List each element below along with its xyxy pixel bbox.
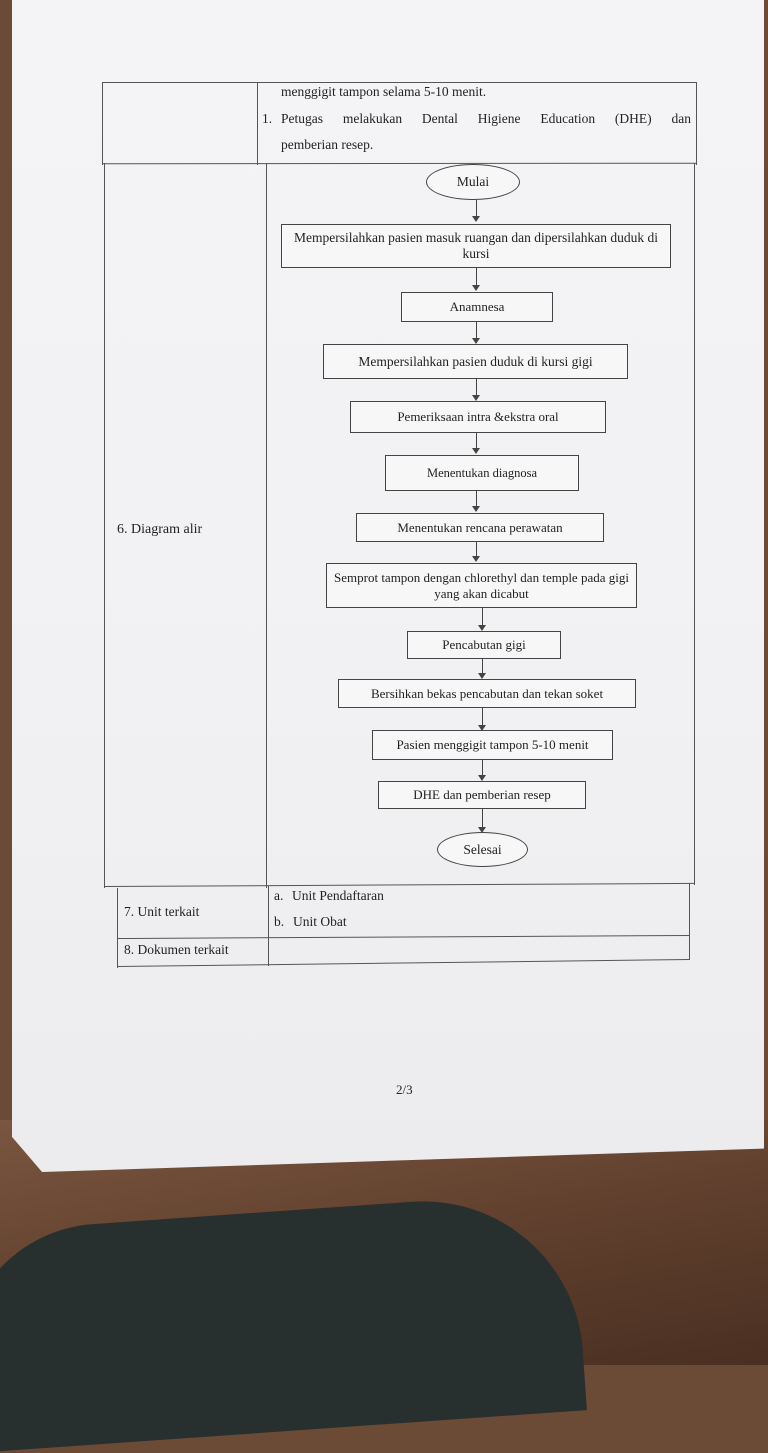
unit-item-a-marker: a. <box>274 888 284 903</box>
continued-step-text: menggigit tampon selama 5-10 menit. <box>281 84 487 99</box>
flow-step-9: Bersihkan bekas pencabutan dan tekan sok… <box>338 679 636 708</box>
flow-step-4: Pemeriksaan intra &ekstra oral <box>350 401 606 433</box>
flow-step-2: Anamnesa <box>401 292 553 322</box>
step-number: 1. <box>262 111 273 126</box>
flow-start-oval: Mulai <box>426 164 520 200</box>
dhe-step-text: Petugas melakukan Dental Higiene Educati… <box>281 111 691 126</box>
dhe-step-text-continued: pemberian resep. <box>281 137 374 152</box>
flow-step-7: Semprot tampon dengan chlorethyl dan tem… <box>326 563 637 608</box>
diagram-row-label: 6. Diagram alir <box>117 522 203 537</box>
unit-item-b: Unit Obat <box>293 914 347 929</box>
flow-step-3: Mempersilahkan pasien duduk di kursi gig… <box>323 344 628 379</box>
flow-step-1: Mempersilahkan pasien masuk ruangan dan … <box>281 224 671 268</box>
flow-start-label: Mulai <box>456 174 490 189</box>
document-row-label: 8. Dokumen terkait <box>124 942 229 957</box>
dark-fabric-object <box>0 1190 587 1453</box>
flow-end-label: Selesai <box>463 841 502 857</box>
flow-step-5: Menentukan diagnosa <box>385 455 579 491</box>
unit-item-a: Unit Pendaftaran <box>292 888 384 903</box>
flow-step-10: Pasien menggigit tampon 5-10 menit <box>372 730 613 760</box>
unit-item-b-marker: b. <box>274 914 285 929</box>
unit-row-label: 7. Unit terkait <box>124 904 200 919</box>
flow-step-6: Menentukan rencana perawatan <box>356 513 604 542</box>
flow-step-11: DHE dan pemberian resep <box>378 781 586 809</box>
page-number: 2/3 <box>396 1082 413 1097</box>
flow-step-8: Pencabutan gigi <box>407 631 561 659</box>
flow-end-oval: Selesai <box>437 832 528 867</box>
